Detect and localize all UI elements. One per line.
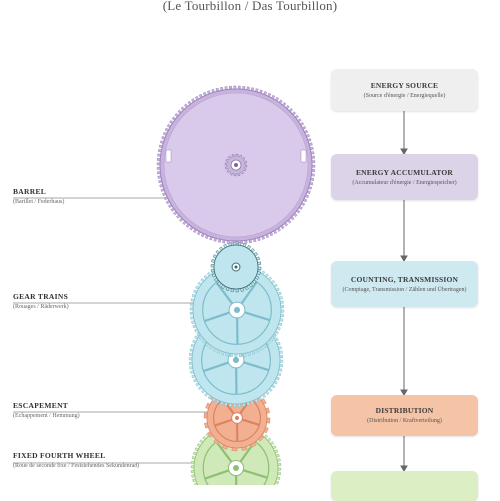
flow-box-distribution: DISTRIBUTION (Distribution / Kraftvertei… <box>331 395 478 436</box>
flow-box-counting-transmission: COUNTING, TRANSMISSION (Comptage, Transm… <box>331 261 478 307</box>
label-gear-trains-name: GEAR TRAINS <box>13 292 69 301</box>
label-gear-trains: GEAR TRAINS (Rouages / Räderwerk) <box>13 292 69 310</box>
label-escapement-sub: (Echappement / Hemmung) <box>13 413 80 419</box>
gear-1-axle <box>234 265 237 268</box>
flow-box-energy-accumulator-title: ENERGY ACCUMULATOR <box>356 168 453 177</box>
label-fixed-fourth-wheel-sub: (Roue de seconde fixe / Feststehendes Se… <box>13 463 139 469</box>
barrel-wheel <box>157 86 315 244</box>
fourth-wheel-axle <box>233 465 239 471</box>
flow-box-energy-source-title: ENERGY SOURCE <box>371 81 439 90</box>
flow-box-distribution-title: DISTRIBUTION <box>376 406 434 415</box>
label-gear-trains-sub: (Rouages / Räderwerk) <box>13 304 69 310</box>
flow-box-energy-accumulator: ENERGY ACCUMULATOR (Accumulateur d'énerg… <box>331 154 478 200</box>
flow-box-energy-accumulator-sub: (Accumulateur d'énergie / Energiespeiche… <box>346 179 462 187</box>
barrel-arbor-center <box>234 163 238 167</box>
flow-box-energy-source-sub: (Source d'énergie / Energiequelle) <box>358 92 452 100</box>
label-barrel-name: BARREL <box>13 187 64 196</box>
label-barrel: BARREL (Barillet / Federhaus) <box>13 187 64 205</box>
label-barrel-sub: (Barillet / Federhaus) <box>13 199 64 205</box>
flow-box-energy-source: ENERGY SOURCE (Source d'énergie / Energi… <box>331 69 478 111</box>
flow-box-counting-transmission-sub: (Comptage, Transmission / Zählen und Übe… <box>337 286 473 294</box>
label-escapement-name: ESCAPEMENT <box>13 401 80 410</box>
flow-box-counting-transmission-title: COUNTING, TRANSMISSION <box>351 275 458 284</box>
label-escapement: ESCAPEMENT (Echappement / Hemmung) <box>13 401 80 419</box>
flow-box-next <box>331 471 478 501</box>
barrel-slot-left <box>166 150 171 162</box>
escape-wheel-axle <box>235 416 239 420</box>
gear-3-axle <box>233 357 239 363</box>
barrel-slot-right <box>301 150 306 162</box>
flow-box-distribution-sub: (Distribution / Kraftverteilung) <box>361 417 448 425</box>
label-fixed-fourth-wheel-name: FIXED FOURTH WHEEL <box>13 451 139 460</box>
gear-2-axle <box>234 307 240 313</box>
label-fixed-fourth-wheel: FIXED FOURTH WHEEL (Roue de seconde fixe… <box>13 451 139 469</box>
